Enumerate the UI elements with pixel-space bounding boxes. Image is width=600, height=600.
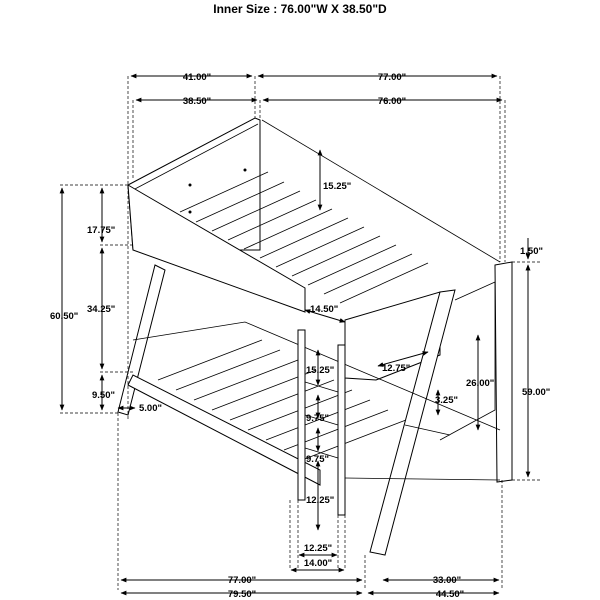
upper-back-rail xyxy=(261,119,501,263)
dim-lower-rail: 3.25" xyxy=(435,395,458,406)
dim-upper-panel-height: 17.75" xyxy=(87,225,115,236)
bolt-hole xyxy=(188,210,192,214)
dim-top-inner-width: 38.50" xyxy=(183,96,211,107)
lower-back-rail xyxy=(132,321,501,431)
ladder-rung-2 xyxy=(304,414,339,426)
dim-bottom-overall-depth: 44.50" xyxy=(436,589,464,600)
dim-upper-rail-height: 15.25" xyxy=(323,181,351,192)
dim-end-panel-height: 26.00" xyxy=(466,378,494,389)
dim-bottom-depth: 33.00" xyxy=(433,575,461,586)
dim-guard-rail: 12.75" xyxy=(382,363,410,374)
dim-ladder-top: 15.25" xyxy=(306,365,334,376)
dimension-arrows xyxy=(59,73,531,596)
dim-lower-clearance: 9.50" xyxy=(92,390,115,401)
ladder-rung-3 xyxy=(304,447,339,459)
upper-bunk xyxy=(127,117,501,381)
end-frame-inner xyxy=(439,281,496,441)
dim-ladder-inner-width: 12.25" xyxy=(304,543,332,554)
ladder xyxy=(297,329,346,516)
dim-top-outer-length: 77.00" xyxy=(378,72,406,83)
headboard-inner-edge xyxy=(132,123,259,191)
extension-lines xyxy=(60,76,540,590)
dim-bottom-length: 77.00" xyxy=(228,575,256,586)
lower-front-rail xyxy=(344,477,501,481)
dim-foot-offset: 5.00" xyxy=(139,403,162,414)
dim-ladder-outer-width: 14.00" xyxy=(304,558,332,569)
dim-top-inner-length: 76.00" xyxy=(378,96,406,107)
dim-between-bunks: 34.25" xyxy=(87,304,115,315)
dim-ladder-step-1: 9.75" xyxy=(306,413,329,424)
front-right-leg xyxy=(369,289,456,556)
front-left-leg xyxy=(117,264,166,416)
dim-end-height: 59.00" xyxy=(522,387,550,398)
dim-ladder-bottom: 12.25" xyxy=(306,495,334,506)
ladder-rung-1 xyxy=(304,381,339,393)
dim-post-cap: 1.50" xyxy=(520,246,543,257)
bolt-hole xyxy=(243,168,247,172)
dim-overall-height: 60.50" xyxy=(50,311,78,322)
end-post xyxy=(494,261,513,483)
upper-slats xyxy=(179,171,429,304)
inner-size-title: Inner Size : 76.00"W X 38.50"D xyxy=(213,2,387,16)
dim-ladder-step-2: 9.75" xyxy=(306,454,329,465)
dimension-labels: 41.00" 77.00" 38.50" 76.00" 15.25" 17.75… xyxy=(50,72,550,600)
bolt-hole xyxy=(188,183,192,187)
ladder-left-rail xyxy=(297,329,306,501)
ladder-right-rail xyxy=(337,344,346,516)
dim-guard-gap: 14.50" xyxy=(310,304,338,315)
front-end-frame xyxy=(117,261,513,556)
dim-bottom-overall-length: 79.50" xyxy=(228,589,256,600)
dim-top-outer-width: 41.00" xyxy=(183,72,211,83)
